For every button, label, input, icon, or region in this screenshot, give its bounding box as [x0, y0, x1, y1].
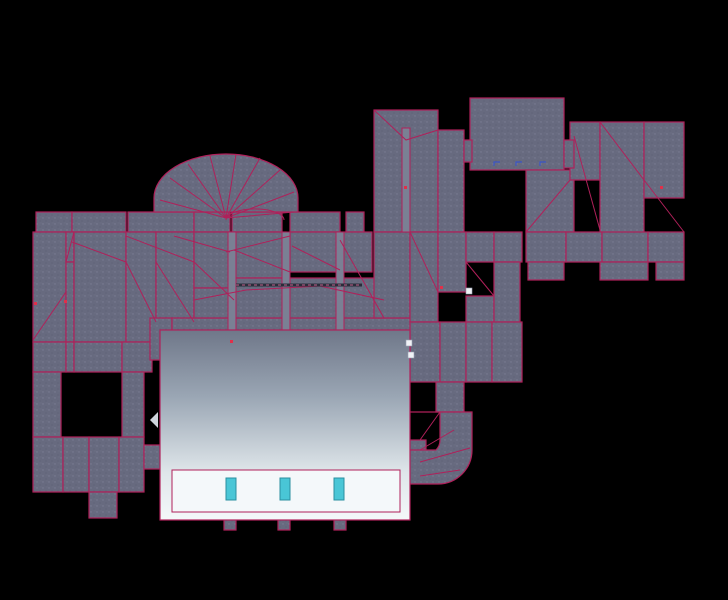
cyan-stair-marker: [279, 477, 291, 501]
floor-tile: [88, 436, 120, 493]
diagonal-line: [32, 291, 67, 341]
markers: [34, 161, 663, 501]
floor-tile: [409, 321, 441, 383]
rotunda-inner-arc: [225, 208, 285, 221]
rotunda-spokes: [159, 153, 295, 219]
floor-tile: [647, 231, 685, 263]
floor-tile: [491, 321, 523, 383]
floor-tile: [465, 321, 493, 383]
diagonal-line: [465, 261, 495, 297]
red-marker: [34, 302, 37, 305]
diagonal-line: [125, 261, 157, 323]
floor-tile: [465, 231, 495, 263]
rotunda-floor: [153, 153, 299, 213]
floor-tile: [32, 371, 62, 438]
floor-tile: [73, 341, 123, 373]
floor-tile: [121, 371, 145, 438]
floor-tile: [71, 211, 127, 233]
cyan-stair-marker: [225, 477, 237, 501]
floor-tile: [569, 121, 601, 181]
red-marker: [660, 186, 663, 189]
diagonal-line: [193, 285, 385, 301]
diagonal-line: [233, 249, 291, 273]
floor-tile: [65, 261, 75, 343]
red-marker: [440, 286, 443, 289]
blue-marker: [539, 161, 546, 166]
diagonal-line: [173, 235, 231, 253]
floor-tile: [493, 261, 521, 323]
floor-tile: [88, 491, 118, 519]
floor-tile: [563, 139, 575, 169]
floor-tile: [32, 231, 67, 343]
red-marker: [64, 300, 67, 303]
tower-walkway: [401, 127, 411, 233]
floor-tile: [409, 231, 439, 323]
diagonal-line: [155, 261, 195, 323]
curved-corridor-lines: [419, 411, 471, 477]
red-marker: [404, 186, 407, 189]
diagonal-line: [525, 179, 571, 233]
floor-tile: [599, 121, 645, 235]
diagonal-line: [291, 245, 341, 271]
floor-tile: [437, 129, 465, 233]
floor-tile: [193, 211, 231, 233]
diagonal-line: [71, 241, 127, 263]
floor-tile: [289, 211, 341, 233]
diagonal-line: [599, 121, 645, 181]
diagonal-line: [65, 231, 75, 263]
floor-tile: [435, 381, 465, 413]
diagonal-line: [643, 179, 685, 233]
diagonal-line: [125, 235, 195, 263]
curved-corridor: [405, 411, 473, 485]
diagonal-line: [373, 109, 439, 141]
diagonal-line: [339, 239, 385, 319]
light-fixture: [465, 287, 473, 295]
diagonal-line: [409, 231, 439, 293]
floor-tile: [62, 436, 90, 493]
floor-tile: [525, 169, 575, 233]
floor-tile: [373, 231, 411, 319]
floor-tile: [345, 211, 365, 233]
floor-tile: [143, 444, 163, 470]
floor-tile: [525, 231, 567, 263]
floor-tile: [463, 139, 473, 163]
floor-tile: [527, 261, 565, 281]
floor-tile: [35, 211, 73, 233]
cyan-stair-marker: [333, 477, 345, 501]
floor-tile: [643, 121, 685, 199]
hall-side-arrow: [150, 412, 158, 428]
light-fixture: [405, 339, 413, 347]
floor-tile: [155, 231, 195, 323]
floor-tile: [465, 295, 495, 323]
blue-marker: [493, 161, 500, 166]
floor-tile: [469, 97, 565, 171]
edge-lines: [32, 109, 685, 477]
floor-tile: [121, 341, 153, 373]
floor-tile: [127, 211, 195, 233]
floor-tile: [339, 231, 373, 273]
blue-marker: [515, 161, 522, 166]
red-marker: [230, 340, 233, 343]
floor-tile: [32, 341, 67, 373]
floor-tile: [655, 261, 685, 281]
floor-tile: [493, 231, 523, 263]
floor-tile: [437, 231, 467, 293]
floor-tile: [599, 261, 649, 281]
floor-tile: [439, 321, 467, 383]
floor-tile: [73, 231, 127, 343]
floor-tile: [65, 341, 75, 373]
light-fixture: [407, 351, 415, 359]
floor-tile: [601, 231, 649, 263]
floor-tile: [565, 231, 603, 263]
diagonal-line: [573, 135, 601, 231]
floor-tile: [32, 436, 64, 493]
diagonal-line: [225, 235, 291, 253]
floor-tile: [118, 436, 145, 493]
